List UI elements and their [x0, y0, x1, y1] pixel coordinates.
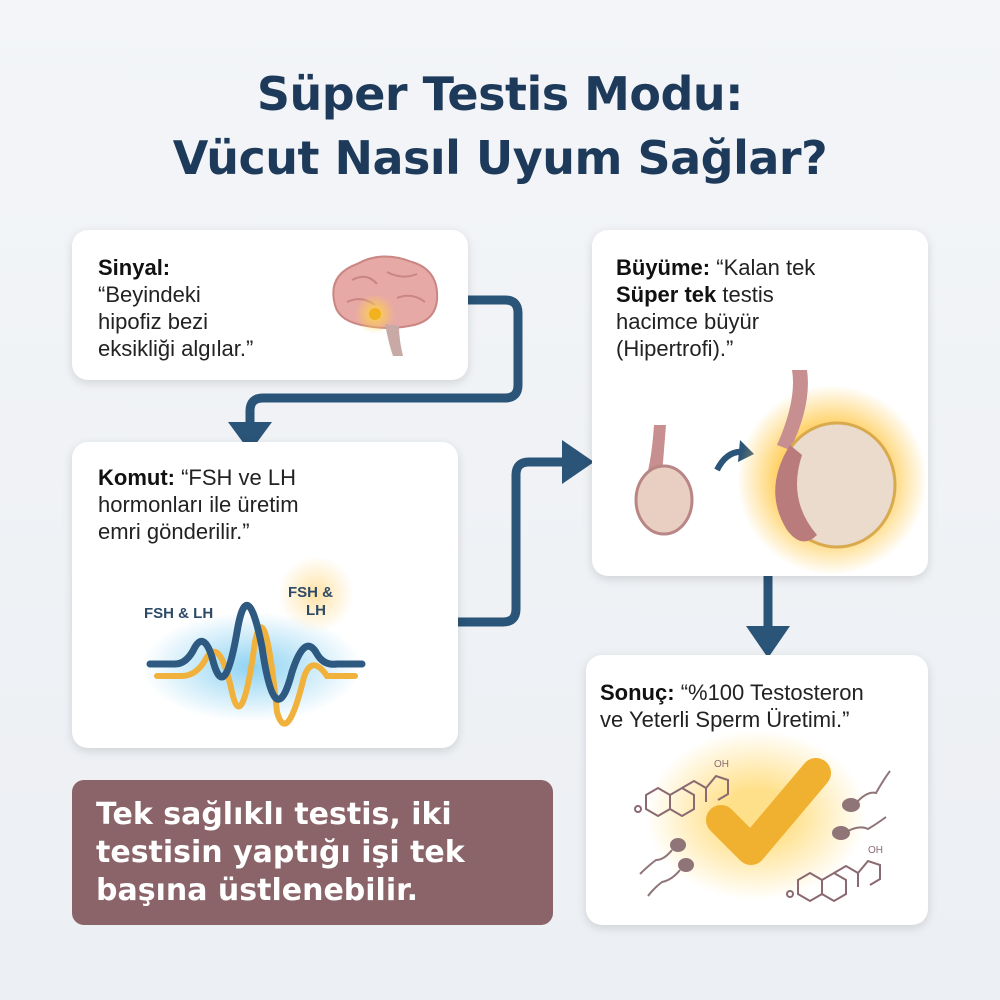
result-illustration: OH OH: [634, 730, 891, 903]
testosterone-molecule-icon: [634, 774, 729, 818]
sperm-icon: [639, 770, 891, 897]
svg-text:OH: OH: [868, 845, 883, 856]
arrowhead-command: [228, 422, 272, 452]
checkmark-icon: [706, 758, 831, 865]
arrowhead-growth: [562, 440, 594, 484]
wave-label-right-1: FSH &: [288, 584, 333, 601]
svg-text:OH: OH: [714, 759, 729, 770]
arrowhead-result: [746, 626, 790, 658]
page-title: Süper Testis Modu: Vücut Nasıl Uyum Sağl…: [172, 67, 828, 185]
hormone-wave-icon: FSH & LH FSH & LH: [142, 556, 366, 727]
brain-icon: [332, 255, 439, 356]
arrow-command-to-growth: [458, 457, 565, 627]
testosterone-molecule-icon-2: [786, 859, 881, 903]
testis-growth-icon: [634, 370, 927, 575]
arrow-signal-to-command: [245, 295, 523, 425]
step-card-signal: Sinyal: “Beyindeki hipofiz bezi eksikliğ…: [72, 230, 468, 380]
step-card-growth: Büyüme: “Kalan tek Süper tek testis haci…: [592, 230, 928, 576]
wave-label-left: FSH & LH: [144, 605, 213, 622]
step-card-result: Sonuç: “%100 Testosteron ve Yeterli Sper…: [586, 655, 928, 925]
wave-label-right-2: LH: [306, 602, 326, 619]
step-card-command: Komut: “FSH ve LH hormonları ile üretim …: [72, 442, 458, 748]
summary-box: Tek sağlıklı testis, iki testisin yaptığ…: [72, 780, 553, 925]
